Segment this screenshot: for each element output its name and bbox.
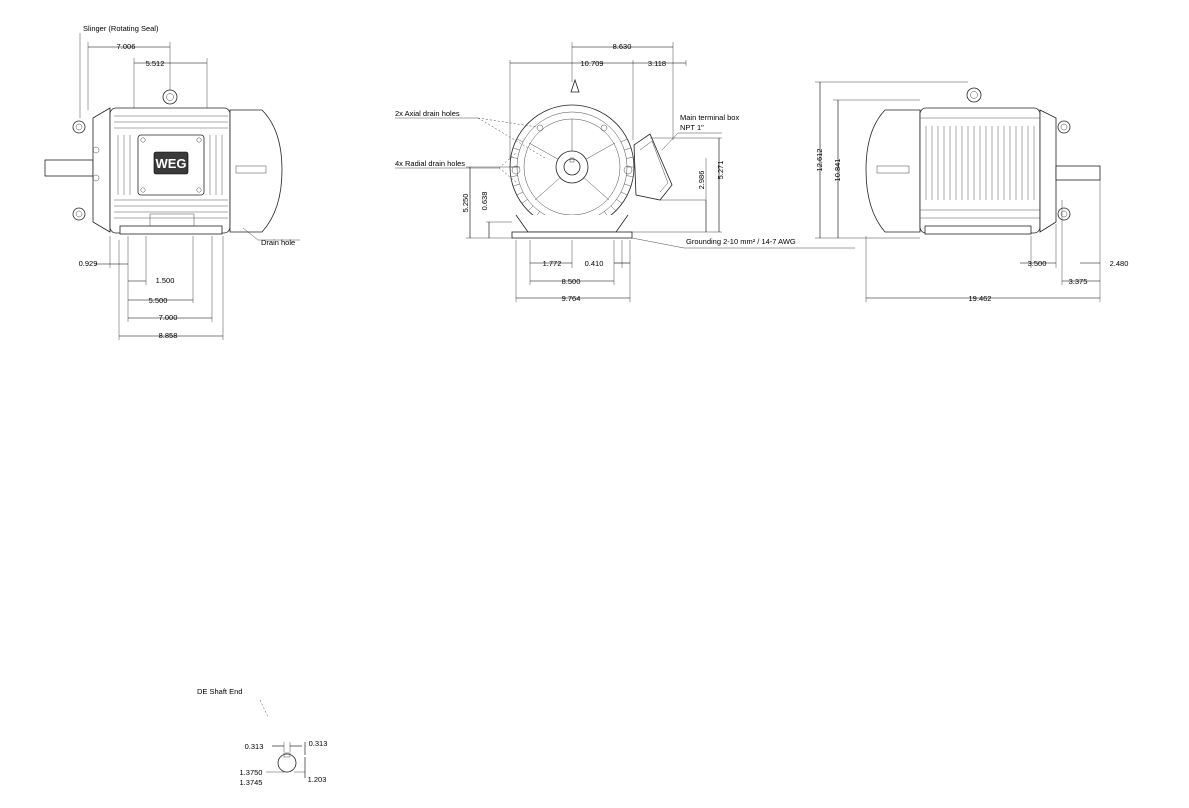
dim-8858: 8.858 xyxy=(159,331,178,340)
dim-9764: 9.764 xyxy=(562,294,581,303)
frame-fin xyxy=(626,157,634,159)
weg-logo xyxy=(153,151,189,175)
dim-12612: 12.612 xyxy=(815,149,824,172)
label-drain-hole: Drain hole xyxy=(261,238,295,247)
label-axial-drain: 2x Axial drain holes xyxy=(395,109,460,118)
dim-8630: 8.630 xyxy=(613,42,632,51)
frame-fin xyxy=(616,199,623,204)
dim-s1203: 1.203 xyxy=(308,775,327,784)
dim-s13745: 1.3745 xyxy=(240,778,263,787)
frame-fin xyxy=(620,191,628,196)
frame-fin xyxy=(516,138,524,143)
dim-19462: 19.462 xyxy=(969,294,992,303)
frame-fin xyxy=(512,147,520,151)
dim-5500: 5.500 xyxy=(149,296,168,305)
dim-1500: 1.500 xyxy=(156,276,175,285)
left-lifting-eye-bottom xyxy=(72,207,86,221)
dim-5250: 5.250 xyxy=(461,194,470,213)
dim-8500: 8.500 xyxy=(562,277,581,286)
dim-5271: 5.271 xyxy=(716,161,725,180)
dim-0638: 0.638 xyxy=(480,192,489,211)
dim-s0313a: 0.313 xyxy=(245,742,264,751)
right-top-view: 12.612 10.841 3.500 2.480 3.375 19.462 xyxy=(815,81,1129,303)
frame-fin xyxy=(510,175,518,177)
right-shaft xyxy=(1055,165,1101,181)
frame-fin xyxy=(626,175,634,177)
frame-fin xyxy=(610,205,617,212)
left-shaft xyxy=(44,159,94,177)
right-fan-cover xyxy=(865,109,921,233)
frame-fin xyxy=(516,191,524,196)
label-terminal-box-2: NPT 1" xyxy=(680,123,704,132)
left-side-view: WEG Slinger (Rotating Seal) 7.006 5.512 … xyxy=(44,24,300,340)
frame-fin xyxy=(521,199,528,204)
dim-10841: 10.841 xyxy=(833,159,842,182)
label-slinger: Slinger (Rotating Seal) xyxy=(83,24,159,33)
dim-5512: 5.512 xyxy=(146,59,165,68)
frame-fin xyxy=(512,183,520,187)
dim-s0313b: 0.313 xyxy=(309,739,328,748)
center-shaft xyxy=(563,158,581,176)
dim-2986: 2.986 xyxy=(697,171,706,190)
left-de-bracket xyxy=(92,107,111,233)
dim-3375: 3.375 xyxy=(1069,277,1088,286)
dim-0410: 0.410 xyxy=(585,259,604,268)
dim-7006: 7.006 xyxy=(117,42,136,51)
frame-fin xyxy=(527,205,534,212)
frame-fin xyxy=(624,147,632,151)
center-feet xyxy=(515,214,629,233)
center-front-view: 8.630 10.709 3.118 5.250 0.638 2.986 5.2… xyxy=(395,42,855,303)
frame-fin xyxy=(510,157,518,159)
center-terminal-box xyxy=(633,133,673,201)
label-terminal-box-1: Main terminal box xyxy=(680,113,739,122)
dim-s13750: 1.3750 xyxy=(240,768,263,777)
dim-7000: 7.000 xyxy=(159,313,178,322)
left-fan-cover xyxy=(229,109,283,233)
left-feet xyxy=(119,225,223,235)
shaft-section xyxy=(277,753,297,773)
label-radial-drain: 4x Radial drain holes xyxy=(395,159,465,168)
label-grounding: Grounding 2-10 mm² / 14-7 AWG xyxy=(686,237,796,246)
top-lifting-eye xyxy=(162,89,178,105)
left-lifting-eye-top xyxy=(72,120,86,134)
dim-1772: 1.772 xyxy=(543,259,562,268)
dim-2480: 2.480 xyxy=(1110,259,1129,268)
frame-fin xyxy=(620,138,628,143)
dim-3118: 3.118 xyxy=(648,59,666,68)
frame-fin xyxy=(624,183,632,187)
label-de-shaft-end: DE Shaft End xyxy=(197,687,242,696)
dim-3500: 3.500 xyxy=(1028,259,1047,268)
de-shaft-end-detail: DE Shaft End 0.313 0.313 1.3750 1.3745 1… xyxy=(197,687,327,787)
dim-0929: 0.929 xyxy=(79,259,98,268)
dim-10709: 10.709 xyxy=(581,59,604,68)
weg-logo-text: WEG xyxy=(155,156,186,171)
